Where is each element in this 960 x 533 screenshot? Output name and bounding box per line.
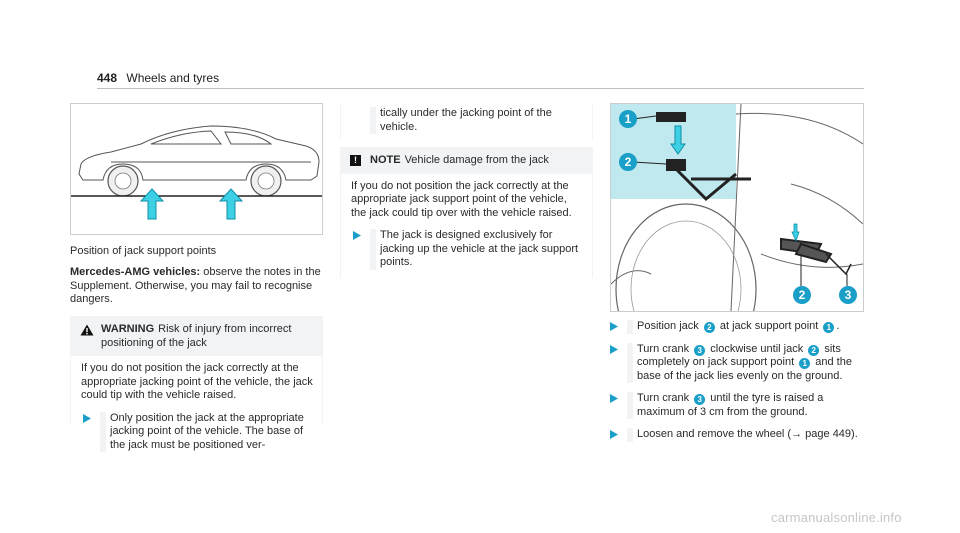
bullet-arrow-icon [353,231,361,240]
note-body: If you do not position the jack correctl… [341,173,592,278]
callout-3: 3 [839,286,857,304]
warning-label: WARNING [101,323,155,335]
page-number: 448 [97,71,118,85]
step-item: Loosen and remove the wheel (→ page 449)… [610,428,864,442]
step-text-part: clockwise until jack [707,342,807,355]
step-text: Loosen and remove the wheel (→ page 449)… [627,428,858,442]
callout-badge: 3 [694,344,706,356]
figure-jack-support-points [70,103,323,235]
warning-bullet-text: Only position the jack at the appropriat… [100,411,314,452]
car-side-illustration [71,125,322,197]
warning-bullet: Only position the jack at the appropriat… [81,411,314,452]
page-header: 448 Wheels and tyres [97,71,219,85]
bullet-arrow-icon [610,344,618,354]
step-item: Position jack 2 at jack support point 1. [610,320,864,334]
section-title: Wheels and tyres [126,71,220,85]
step-text: Position jack 2 at jack support point 1. [627,320,839,334]
callout-badge: 3 [694,394,706,405]
step-text-part: . [836,320,840,332]
jack-point-arrow-icon [219,188,243,220]
watermark: carmanualsonline.info [771,510,902,525]
figure-jack-detail: 1 2 2 3 [610,103,864,375]
bullet-arrow-icon [83,413,91,423]
warning-continuation-body: tically under the jacking point of the v… [341,103,592,140]
warning-triangle-icon [80,324,94,336]
callout-2: 2 [619,153,637,171]
page-reference-arrow-icon[interactable]: → [791,428,803,440]
bullet-arrow-icon [610,322,618,331]
step-text-part: Turn crank [637,392,693,404]
note-bullet-text: The jack is designed exclusively for jac… [370,229,584,270]
jack-point-arrow-icon [140,188,164,220]
step-text-part: sits completely on jack support point [637,342,841,369]
bullet-arrow-icon [610,394,618,403]
instruction-steps: Position jack 2 at jack support point 1.… [610,320,864,451]
note-title: Vehicle damage from the jack [404,154,549,166]
step-text: Turn crank 3 until the tyre is raised a … [627,392,864,419]
warning-continuation-box: tically under the jacking point of the v… [340,103,593,140]
callout-badge: 1 [799,358,811,369]
step-text-part: Turn crank [637,342,693,355]
step-text-part: at jack support point [716,320,822,332]
step-item: Turn crank 3 clockwise until jack 2 sits… [610,342,864,383]
callout-1: 1 [619,110,637,128]
figure-caption: Position of jack support points [70,245,217,257]
step-text-part: and the base of the jack lies evenly on … [637,356,852,382]
page-reference-link[interactable]: page 449). [802,428,858,440]
callout-2: 2 [793,286,811,304]
warning-bullet-continued: tically under the jacking point of the v… [370,107,584,134]
warning-title: Risk of injury from incorrect positionin… [101,323,292,349]
note-text: If you do not position the jack correctl… [351,179,572,219]
warning-text: If you do not position the jack correctl… [81,362,313,401]
header-divider [97,88,864,89]
callout-badge: 1 [823,322,835,333]
note-bullet: The jack is designed exclusively for jac… [351,229,584,270]
callout-badge: 2 [808,344,820,356]
intro-paragraph: Mercedes-AMG vehicles: observe the notes… [70,266,323,307]
intro-bold-label: Mercedes-AMG vehicles: [70,266,201,278]
jack-detail-illustration [610,103,864,375]
note-label: NOTE [370,154,401,166]
warning-body: If you do not position the jack correctl… [71,356,322,460]
exclamation-icon: ! [350,155,361,166]
bullet-arrow-icon [610,430,618,439]
step-text-part: Loosen and remove the wheel ( [637,428,792,440]
step-text: Turn crank 3 clockwise until jack 2 sits… [627,342,864,383]
step-text-part: Position jack [637,320,702,332]
intro-text: observe the notes in the Supplement. Oth… [70,266,321,305]
step-item: Turn crank 3 until the tyre is raised a … [610,392,864,419]
callout-badge: 2 [703,322,715,333]
step-text-part: until the tyre is raised a maximum of 3 … [637,392,824,418]
